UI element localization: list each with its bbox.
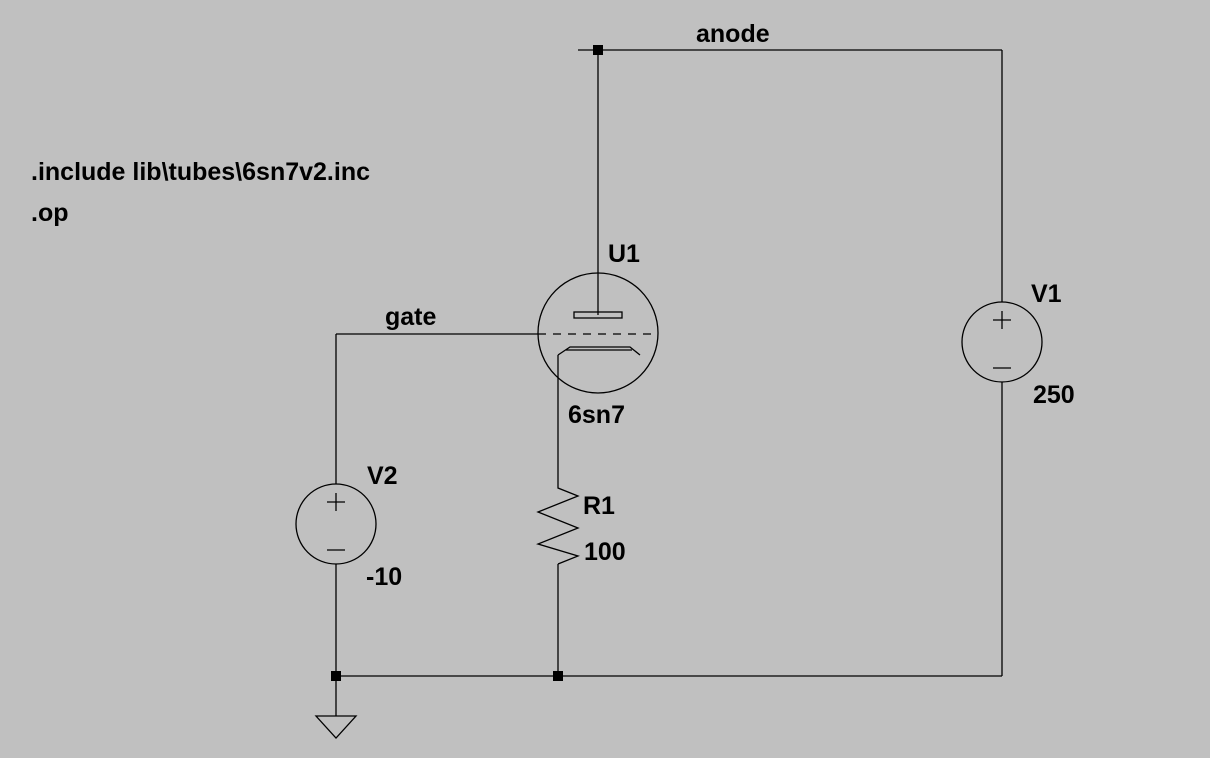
v1-ref-label[interactable]: V1 [1031,280,1062,308]
v2-value-label[interactable]: -10 [366,563,402,591]
tube-ref-label[interactable]: U1 [608,240,640,268]
include-directive[interactable]: .include lib\tubes\6sn7v2.inc [31,158,370,186]
resistor-r1[interactable] [536,484,580,565]
ground-junction-left [331,671,341,681]
ground-symbol [314,715,358,739]
resistor-ref-label[interactable]: R1 [583,492,615,520]
voltage-source-v2[interactable] [295,483,377,565]
op-directive[interactable]: .op [31,199,69,227]
voltage-source-v1[interactable] [961,301,1043,383]
gate-net[interactable] [335,333,538,484]
tube-value-label[interactable]: 6sn7 [568,401,625,429]
ground-net[interactable] [314,564,1002,739]
tube-u1[interactable] [537,272,659,484]
v1-value-label[interactable]: 250 [1033,381,1075,409]
gate-net-label[interactable]: gate [385,303,437,331]
ground-junction-right [553,671,563,681]
resistor-value-label[interactable]: 100 [584,538,626,566]
v2-ref-label[interactable]: V2 [367,462,398,490]
anode-junction [593,45,603,55]
anode-net[interactable] [578,45,1003,676]
anode-net-label[interactable]: anode [696,20,770,48]
